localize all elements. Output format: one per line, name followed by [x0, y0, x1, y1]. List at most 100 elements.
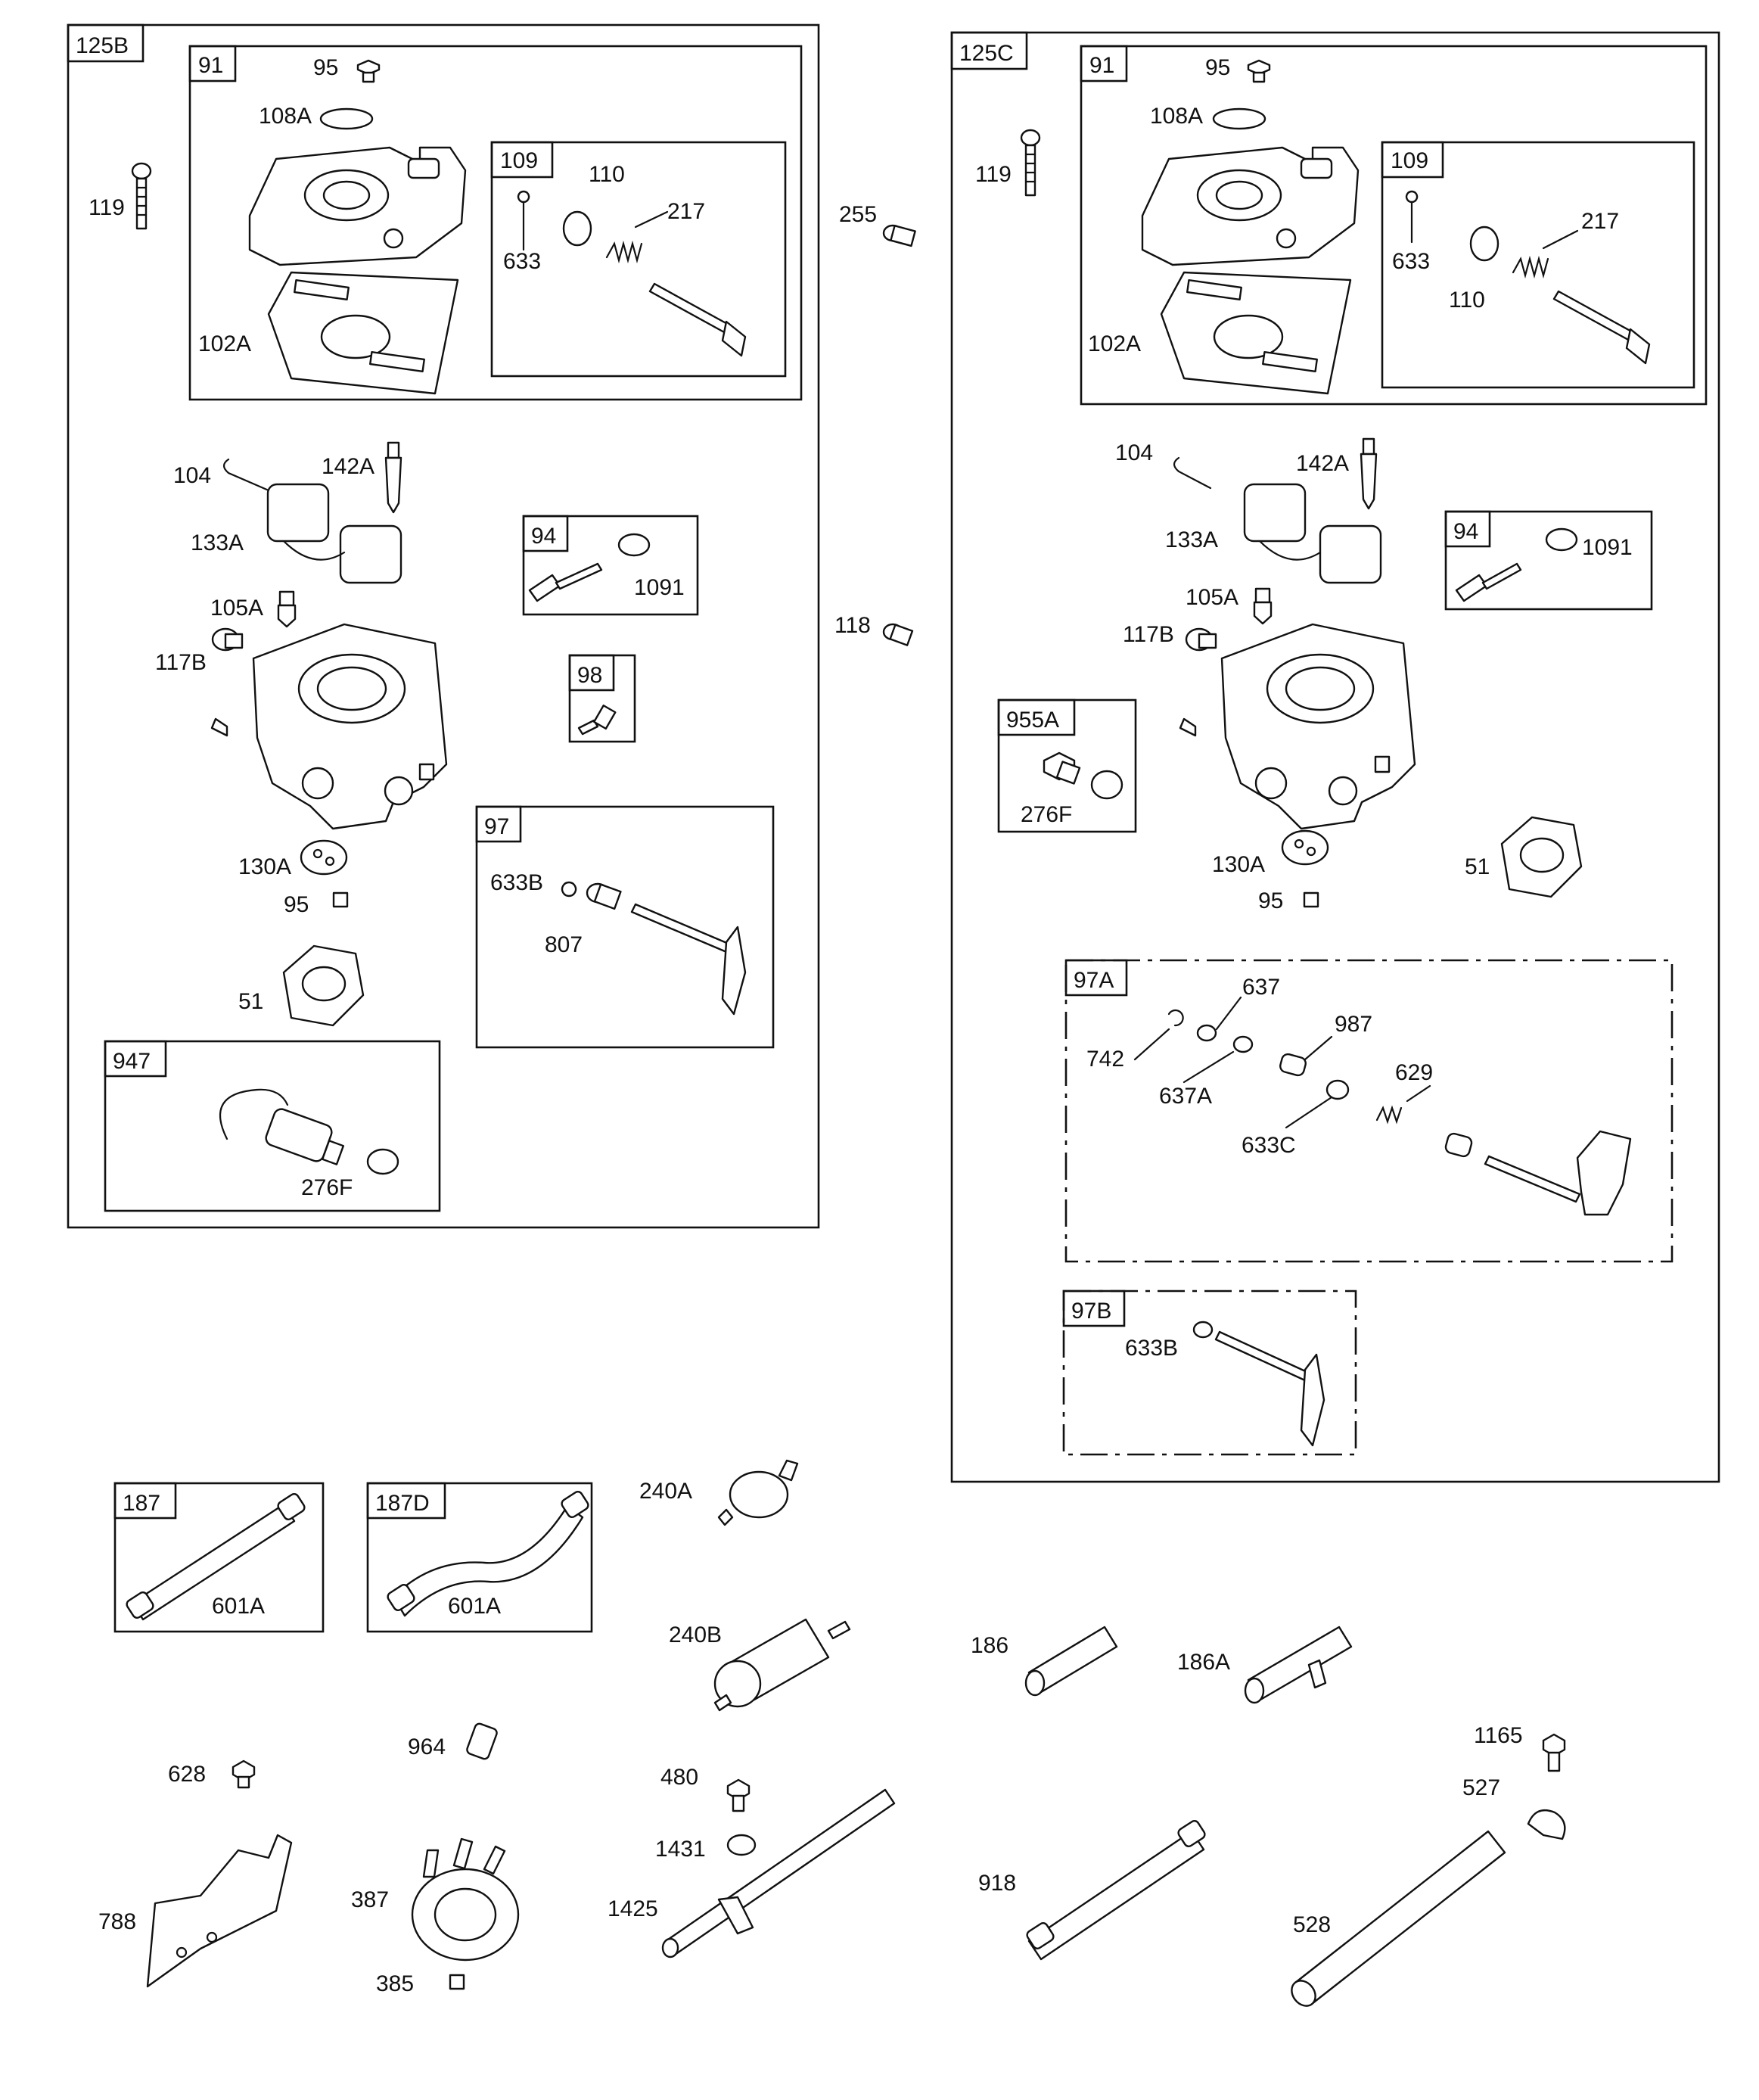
- part-1431-label: 1431: [655, 1837, 706, 1862]
- part-51-right-label: 51: [1465, 854, 1490, 879]
- bracket-788-icon: [146, 1834, 293, 1988]
- group-91-right: 91: [1080, 45, 1708, 406]
- parts-97B-icon: [1192, 1321, 1325, 1447]
- sleeve-964-icon: [466, 1722, 498, 1760]
- part-240A-label: 240A: [639, 1479, 692, 1504]
- group-label-125C: 125C: [959, 41, 1014, 66]
- part-119-right-label: 119: [975, 162, 1012, 187]
- spring-217-icon: [605, 210, 669, 264]
- screw-98-icon: [577, 705, 617, 736]
- washer-1431-icon: [726, 1834, 757, 1856]
- gasket-51-icon: [282, 944, 365, 1027]
- gasket-102A-right-icon: [1160, 271, 1352, 395]
- part-105A-right-label: 105A: [1186, 585, 1238, 610]
- washer-633B-icon: [561, 881, 577, 898]
- fuel-filter-240B-icon: [713, 1618, 851, 1712]
- part-528-label: 528: [1293, 1912, 1331, 1937]
- needle-142A-right-icon: [1360, 437, 1378, 510]
- float-133A-icon: [266, 483, 402, 584]
- washer-110-icon: [562, 210, 592, 247]
- part-186A-label: 186A: [1177, 1650, 1230, 1675]
- part-255-label: 255: [839, 202, 877, 227]
- part-142A-right-label: 142A: [1296, 451, 1349, 476]
- throttle-shaft-right-icon: [1552, 290, 1651, 365]
- part-480-label: 480: [660, 1765, 698, 1790]
- group-label-91-right: 91: [1089, 53, 1114, 78]
- gasket-108A-icon: [319, 107, 374, 130]
- part-104-label: 104: [173, 463, 211, 488]
- clip-104-icon: [222, 458, 270, 492]
- tube-528-icon: [1291, 1830, 1506, 2007]
- group-label-97A: 97A: [1074, 968, 1114, 993]
- screw-95c-icon: [1247, 59, 1271, 83]
- screw-119-right-icon: [1020, 129, 1041, 197]
- part-742-label: 742: [1086, 1047, 1124, 1072]
- group-97A: 97A: [1064, 959, 1674, 1263]
- part-186-label: 186: [971, 1633, 1008, 1658]
- carburetor-cover-icon: [248, 146, 467, 266]
- part-217-label: 217: [667, 199, 705, 224]
- bolt-1165-icon: [1542, 1733, 1566, 1772]
- part-95b-label: 95: [284, 892, 309, 917]
- part-276F-right-label: 276F: [1021, 802, 1072, 827]
- hose-918-icon: [1026, 1820, 1206, 1961]
- part-633B-right-label: 633B: [1125, 1336, 1178, 1361]
- connector-186-icon: [1024, 1626, 1118, 1697]
- parts-97A-icon: [1133, 996, 1632, 1216]
- group-98: 98: [568, 654, 636, 743]
- group-label-94-left: 94: [531, 524, 556, 549]
- group-109-right: 109: [1381, 141, 1695, 389]
- part-51-label: 51: [238, 989, 263, 1014]
- part-108A-right-label: 108A: [1150, 104, 1203, 129]
- fitting-255-icon: [882, 224, 916, 247]
- fitting-118-icon: [882, 623, 914, 646]
- group-label-109-right: 109: [1391, 148, 1428, 173]
- group-label-94-right: 94: [1453, 519, 1478, 544]
- group-109-left: 109: [490, 141, 787, 378]
- group-label-187D: 187D: [375, 1491, 430, 1516]
- needle-142A-icon: [384, 441, 402, 514]
- part-117B-label: 117B: [155, 650, 207, 675]
- group-955A: 955A: [997, 698, 1137, 833]
- washer-633-right-icon: [1405, 190, 1419, 204]
- part-637A-label: 637A: [1159, 1084, 1212, 1109]
- screw-95-icon: [356, 59, 381, 83]
- solenoid-947-icon: [219, 1088, 345, 1165]
- group-label-955A: 955A: [1006, 708, 1059, 733]
- group-label-947: 947: [113, 1049, 151, 1074]
- connector-186A-icon: [1244, 1626, 1353, 1704]
- part-142A-label: 142A: [322, 454, 374, 479]
- group-125B: 125B: [67, 23, 820, 1229]
- plate-130A-icon: [300, 839, 348, 876]
- part-1091-right-label: 1091: [1582, 535, 1633, 560]
- gasket-108A-right-icon: [1212, 107, 1266, 130]
- valve-105A-right-icon: [1253, 587, 1273, 625]
- screw-95d-icon: [1303, 891, 1319, 908]
- bushing-807-icon: [586, 882, 622, 910]
- group-94-right: 94: [1444, 510, 1653, 611]
- screw-95b-icon: [332, 891, 349, 908]
- group-label-97B: 97B: [1071, 1299, 1111, 1324]
- group-187D: 187D: [366, 1482, 593, 1633]
- mixture-screw-94-icon: [528, 533, 651, 602]
- choke-shaft-icon: [630, 903, 747, 1016]
- part-119-label: 119: [89, 195, 125, 220]
- part-788-label: 788: [98, 1909, 136, 1934]
- part-95-label: 95: [313, 55, 338, 80]
- part-102A-label: 102A: [198, 331, 251, 356]
- bolt-480-icon: [726, 1778, 751, 1812]
- part-105A-label: 105A: [210, 596, 263, 621]
- part-601A-label: 601A: [212, 1594, 265, 1619]
- fuel-line-1425-icon: [661, 1788, 896, 1958]
- part-276F-label: 276F: [301, 1175, 353, 1200]
- screw-117B-icon: [211, 627, 244, 652]
- fuel-filter-240A-icon: [717, 1459, 799, 1526]
- washer-276F-icon: [366, 1148, 399, 1175]
- group-97B: 97B: [1062, 1290, 1357, 1456]
- screw-117B-right-icon: [1185, 627, 1217, 652]
- part-633C-label: 633C: [1242, 1133, 1296, 1158]
- carburetor-body-right-icon: [1179, 623, 1416, 830]
- part-629-label: 629: [1395, 1060, 1433, 1085]
- group-125C: 125C: [950, 31, 1720, 1483]
- part-1165-label: 1165: [1474, 1723, 1523, 1748]
